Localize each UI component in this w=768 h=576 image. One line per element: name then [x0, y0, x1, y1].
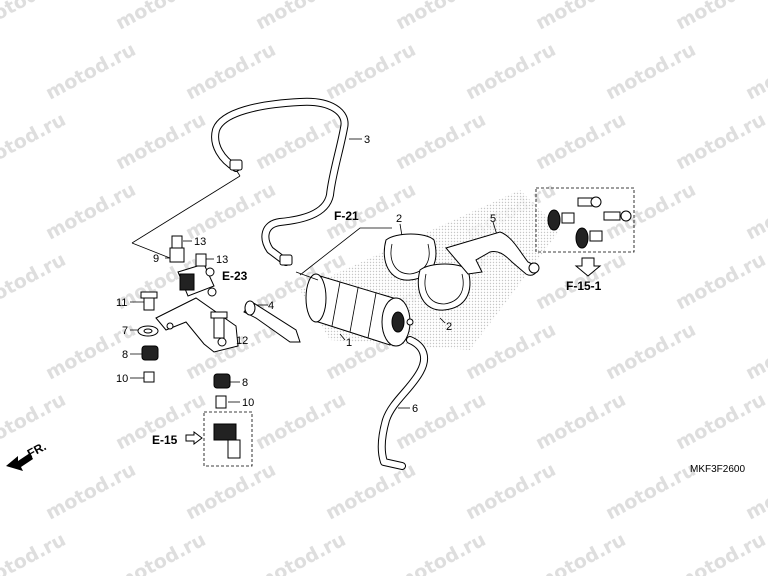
watermark-text: motod.ru	[672, 529, 768, 576]
watermark-text: motod.ru	[182, 39, 279, 105]
band-2-lower[interactable]	[417, 263, 471, 311]
watermark-text: motod.ru	[462, 459, 559, 525]
callout-9: 9	[153, 253, 159, 265]
watermark-text: motod.ru	[0, 529, 69, 576]
watermark-text: motod.ru	[602, 459, 699, 525]
watermark-text: motod.ru	[462, 39, 559, 105]
e15-sensor[interactable]	[213, 423, 241, 459]
watermark-text: motod.ru	[392, 529, 489, 576]
callout-3: 3	[364, 134, 370, 146]
watermark-text: motod.ru	[0, 249, 69, 315]
ref-f21: F-21	[334, 209, 359, 223]
bolt-11[interactable]	[140, 291, 158, 311]
bolt-12[interactable]	[210, 311, 228, 339]
hose-3[interactable]	[211, 97, 349, 266]
callout-8-left: 8	[122, 349, 128, 361]
solenoid-valve-9[interactable]	[177, 263, 217, 297]
callout-8-right: 8	[242, 377, 248, 389]
collar-10-right[interactable]	[215, 395, 227, 409]
bolt-13-lower[interactable]	[195, 253, 207, 267]
watermark-text: motod.ru	[392, 109, 489, 175]
hose-3-clamp-upper	[229, 159, 243, 171]
watermark-text: motod.ru	[672, 109, 768, 175]
bracket[interactable]	[155, 297, 239, 353]
callout-7: 7	[122, 325, 128, 337]
callout-4: 4	[268, 300, 274, 312]
watermark-text: motod.ru	[42, 459, 139, 525]
grommet-8-right[interactable]	[213, 373, 231, 389]
watermark-text: motod.ru	[532, 109, 629, 175]
callout-12: 12	[236, 335, 248, 347]
watermark-text: motod.ru	[322, 39, 419, 105]
ref-e15: E-15	[152, 433, 178, 447]
callout-2-lower: 2	[446, 321, 452, 333]
watermark-text: motod.ru	[672, 389, 768, 455]
hose-4[interactable]	[243, 300, 301, 343]
watermark-text: motod.ru	[42, 179, 139, 245]
fr-arrow-left-icon	[6, 453, 33, 471]
callout-6: 6	[412, 403, 418, 415]
diagram-code: MKF3F2600	[690, 464, 745, 475]
watermark-text: motod.ru	[742, 39, 768, 105]
callout-10-left: 10	[116, 373, 128, 385]
canister-1[interactable]	[295, 271, 414, 347]
callout-11: 11	[116, 297, 127, 309]
ref-f151: F-15-1	[566, 279, 602, 293]
watermark-text: motod.ru	[532, 389, 629, 455]
mount-detail-box	[535, 187, 635, 253]
watermark-text: motod.ru	[252, 529, 349, 576]
ref-e23: E-23	[222, 269, 248, 283]
watermark-text: motod.ru	[532, 529, 629, 576]
watermark-text: motod.ru	[392, 0, 489, 34]
bolt-13-upper[interactable]	[169, 235, 185, 263]
watermark-text: motod.ru	[672, 0, 768, 34]
hose-3-clamp-lower	[279, 254, 293, 266]
collar-10-left[interactable]	[143, 371, 155, 383]
watermark-text: motod.ru	[112, 529, 209, 576]
watermark-text: motod.ru	[42, 39, 139, 105]
stay-5[interactable]	[445, 231, 540, 276]
watermark-text: motod.ru	[602, 319, 699, 385]
hose-6[interactable]	[377, 336, 429, 470]
watermark-text: motod.ru	[742, 319, 768, 385]
watermark-text: motod.ru	[0, 0, 69, 34]
watermark-text: motod.ru	[672, 249, 768, 315]
callout-5: 5	[490, 213, 496, 225]
callout-1: 1	[346, 337, 352, 349]
callouts: 1 2 2 3 4 5 6 7 8 8 9 10 10 11 12 13 13	[116, 134, 496, 415]
callout-2-upper: 2	[396, 213, 402, 225]
watermark-text: motod.ru	[392, 389, 489, 455]
washer-7[interactable]	[137, 325, 159, 337]
watermark-text: motod.ru	[602, 39, 699, 105]
watermark-text: motod.ru	[112, 0, 209, 34]
callout-10-right: 10	[242, 397, 254, 409]
watermark-text: motod.ru	[112, 109, 209, 175]
e15-detail-box	[203, 411, 253, 467]
watermark-text: motod.ru	[252, 389, 349, 455]
watermark-text: motod.ru	[0, 109, 69, 175]
e15-hollow-arrow-icon	[185, 431, 203, 445]
watermark-text: motod.ru	[742, 459, 768, 525]
f151-hollow-arrow-icon	[574, 257, 602, 277]
watermark-text: motod.ru	[182, 459, 279, 525]
callout-13-lower: 13	[216, 254, 228, 266]
callout-13-upper: 13	[194, 236, 206, 248]
mount-rubber-lower[interactable]	[575, 210, 632, 249]
mount-rubber-upper[interactable]	[547, 196, 602, 231]
watermark-text: motod.ru	[532, 0, 629, 34]
grommet-8-left[interactable]	[141, 345, 159, 361]
watermark-text: motod.ru	[742, 179, 768, 245]
watermark-text: motod.ru	[252, 0, 349, 34]
